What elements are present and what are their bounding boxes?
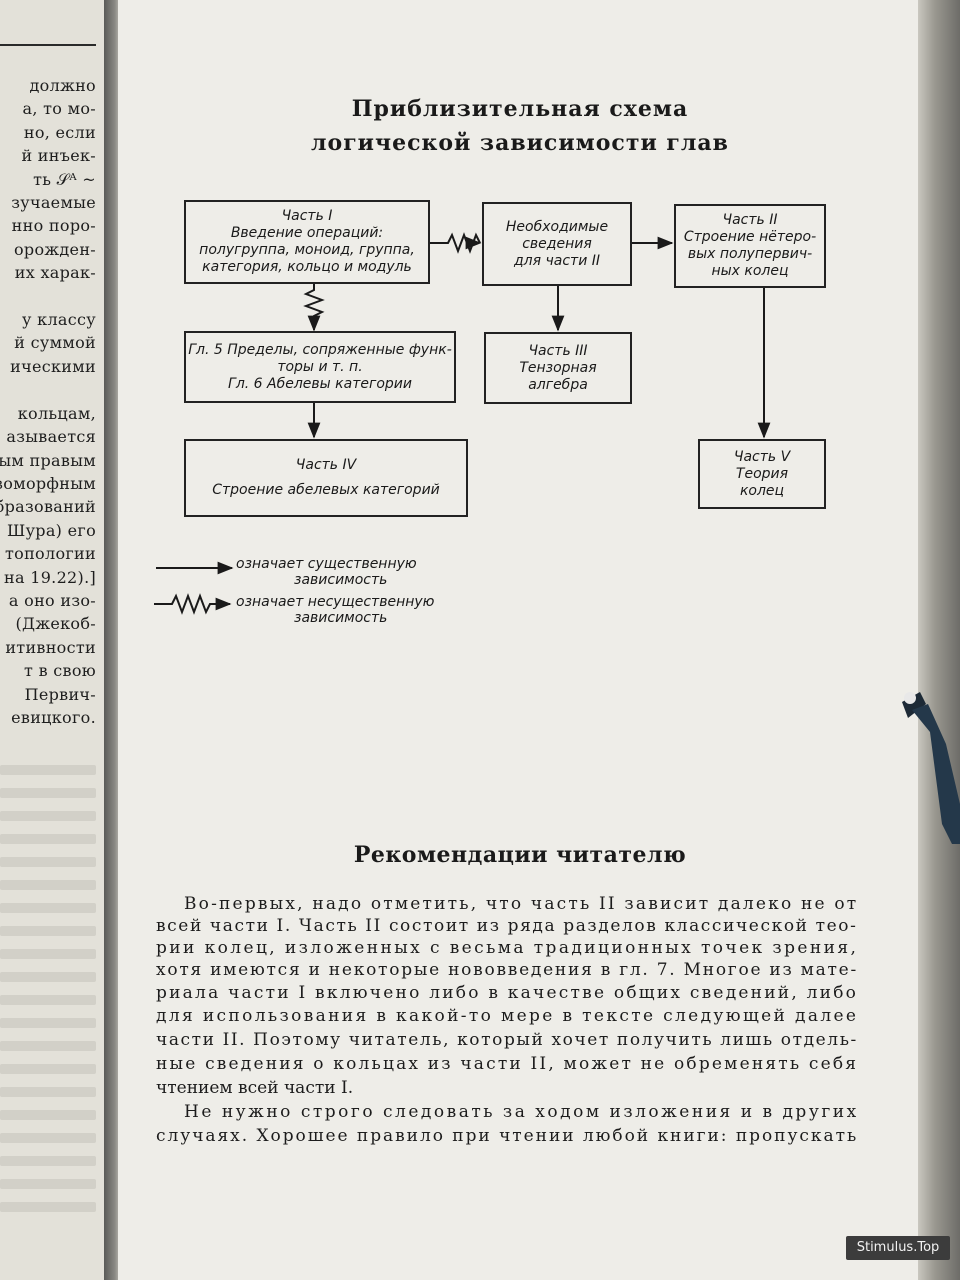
- box-part-2-line: вых полупервич-: [687, 246, 813, 262]
- box-part-2-line: ных колец: [711, 263, 789, 279]
- bleed-through-text: [0, 752, 96, 1225]
- box-part-3-line: Тензорная: [519, 359, 597, 376]
- left-line: топологии: [5, 544, 96, 564]
- box-part-4-line: Часть IV: [295, 457, 357, 473]
- paragraph-line: хотя имеются и некоторые нововведения в …: [156, 960, 858, 980]
- box-needed: Необходимые сведения для части II: [482, 202, 632, 286]
- paragraph-line: случаях. Хорошее правило при чтении любо…: [156, 1126, 859, 1146]
- box-needed-line: сведения: [522, 235, 592, 252]
- left-line: Шура) его: [7, 520, 96, 540]
- left-line: на 19.22).]: [4, 567, 96, 587]
- left-line: но, если: [23, 122, 96, 142]
- left-line: должно: [29, 76, 96, 95]
- box-part-2: Часть II Строение нётеро- вых полупервич…: [674, 204, 826, 288]
- left-line: Первич-: [24, 684, 96, 704]
- diagram-connectors: [154, 227, 771, 615]
- legend-essential-line-1: означает существенную: [236, 556, 417, 572]
- page-edge: [918, 0, 960, 1280]
- header-rule: [0, 44, 96, 46]
- left-line: [0, 378, 96, 401]
- box-chapters-line: Гл. 5 Пределы, сопряженные функ-: [188, 341, 452, 358]
- left-line: евицкого.: [11, 707, 96, 727]
- left-line: бразований: [0, 497, 96, 517]
- box-needed-line: для части II: [513, 252, 600, 269]
- left-line: орожден-: [13, 239, 96, 259]
- paragraph-line: рии колец, изложенных с весьма традицион…: [156, 938, 859, 958]
- box-chapters-line: Гл. 6 Абелевы категории: [228, 375, 412, 392]
- left-line: итивности: [5, 637, 96, 657]
- box-part-4-line: Строение абелевых категорий: [212, 482, 440, 498]
- box-part-4: Часть IV Строение абелевых категорий: [184, 439, 468, 517]
- left-line: ым правым: [0, 450, 96, 470]
- left-line: а оно изо-: [8, 590, 96, 610]
- left-line: их харак-: [14, 263, 96, 283]
- box-part-1: Часть I Введение операций: полугруппа, м…: [184, 200, 430, 284]
- box-chapters-5-6: Гл. 5 Пределы, сопряженные функ- торы и …: [184, 331, 456, 403]
- left-line: ть 𝒮ᴬ ~: [33, 169, 96, 189]
- left-line: зучаемые: [11, 193, 96, 213]
- legend-nonessential-line-1: означает несущественную: [236, 594, 435, 610]
- left-page-text: должно а, то мо- но, если й инъек- ть 𝒮ᴬ…: [0, 74, 96, 729]
- box-part-1-line: Часть I: [281, 208, 333, 224]
- left-line: (Джекоб-: [15, 614, 96, 634]
- right-page: Приблизительная схема логической зависим…: [118, 0, 922, 1280]
- box-part-2-line: Строение нётеро-: [683, 229, 817, 245]
- box-part-1-line: Введение операций:: [230, 225, 384, 241]
- diagram-title-line-1: Приблизительная схема: [351, 96, 689, 122]
- box-part-3: Часть III Тензорная алгебра: [484, 332, 632, 404]
- box-part-1-line: полугруппа, моноид, группа,: [199, 242, 415, 258]
- recommendations-heading: Рекомендации читателю: [353, 842, 687, 868]
- nonessential-arrow-part1-needed: [430, 227, 481, 254]
- left-line: ическими: [10, 356, 96, 376]
- legend-nonessential-arrow: [154, 593, 232, 615]
- paragraph-line: Во-первых, надо отметить, что часть II з…: [184, 894, 859, 914]
- box-part-1-line: категория, кольцо и модуль: [202, 259, 412, 275]
- legend-essential-line-2: зависимость: [294, 572, 388, 588]
- legend-nonessential-line-2: зависимость: [294, 610, 388, 626]
- left-page: должно а, то мо- но, если й инъек- ть 𝒮ᴬ…: [0, 0, 104, 1280]
- nonessential-arrow-part1-ch56: [303, 282, 325, 332]
- paragraph-line: ные сведения о кольцах из части II, може…: [156, 1054, 859, 1074]
- left-line: кольцам,: [17, 403, 96, 423]
- box-part-2-line: Часть II: [722, 212, 778, 228]
- box-part-3-line: алгебра: [528, 376, 588, 393]
- left-line: й суммой: [14, 333, 96, 353]
- box-part-5-line: Теория: [735, 465, 789, 482]
- box-part-5-line: колец: [739, 482, 785, 499]
- box-chapters-line: торы и т. п.: [277, 358, 363, 375]
- paragraph-line: всей части I. Часть II состоит из ряда р…: [156, 916, 858, 936]
- book-gutter: [104, 0, 122, 1280]
- book-clip-icon: [902, 692, 960, 844]
- watermark: Stimulus.Top: [846, 1236, 950, 1260]
- diagram-title-line-2: логической зависимости глав: [311, 130, 729, 156]
- left-line: [0, 285, 96, 308]
- left-line: нно поро-: [11, 216, 96, 236]
- paragraph-line: чтением всей части I.: [156, 1078, 354, 1098]
- paragraph-line: для использования в какой-то мере в текс…: [156, 1006, 859, 1026]
- paragraph-line: Не нужно строго следовать за ходом излож…: [184, 1102, 859, 1122]
- left-line: т в свою: [24, 661, 96, 681]
- left-line: а, то мо-: [22, 99, 96, 119]
- box-part-5: Часть V Теория колец: [698, 439, 826, 509]
- paragraph-line: части II. Поэтому читатель, который хоче…: [156, 1030, 858, 1050]
- paragraph-line: риала части I включено либо в качестве о…: [156, 983, 859, 1003]
- left-line: й инъек-: [21, 146, 96, 166]
- box-part-3-line: Часть III: [528, 342, 588, 359]
- left-line: у классу: [22, 310, 96, 330]
- box-needed-line: Необходимые: [505, 218, 609, 235]
- left-line: зоморфным: [0, 473, 96, 493]
- left-line: азывается: [6, 427, 96, 447]
- box-part-5-line: Часть V: [733, 448, 791, 465]
